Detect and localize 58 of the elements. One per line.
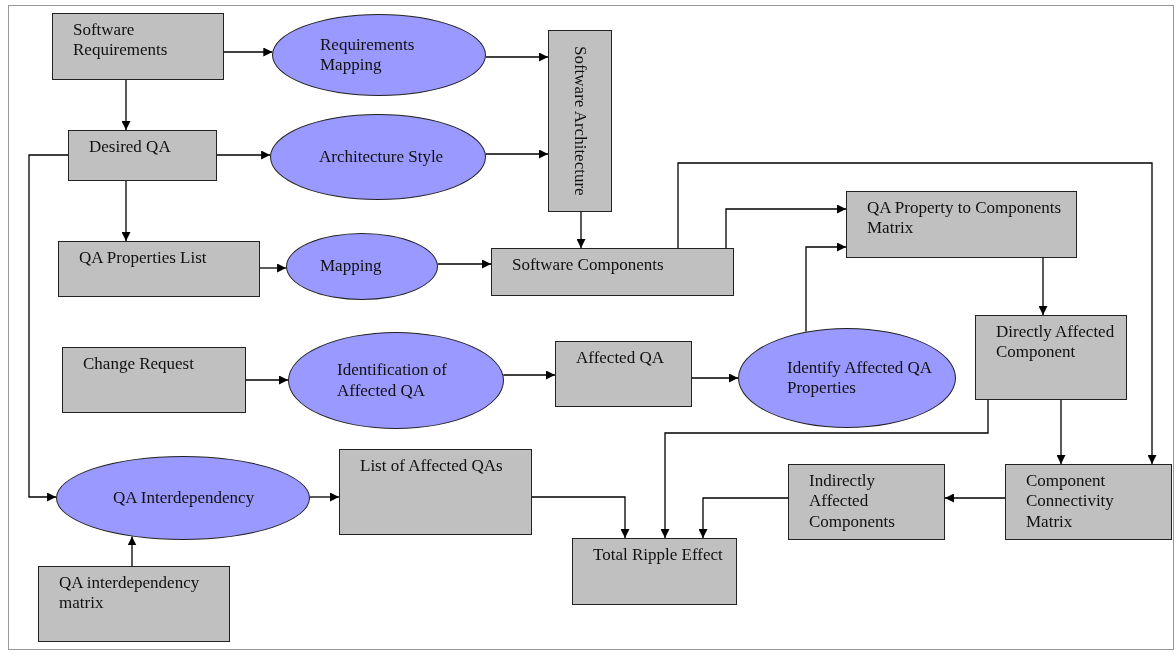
process-box <box>846 191 1077 258</box>
arrow <box>127 535 137 567</box>
node-label: Software Requirements <box>73 20 169 61</box>
arrow <box>576 211 586 249</box>
node-label: Requirements Mapping <box>320 34 416 76</box>
node-label: Identify Affected QA Properties <box>787 357 933 399</box>
arrow <box>485 149 549 159</box>
arrow <box>1038 257 1048 316</box>
node-label: Identification of Affected QA <box>337 360 448 401</box>
node-label: Software Architecture <box>570 46 591 196</box>
arrow <box>698 497 789 539</box>
arrow <box>531 496 630 539</box>
process-box <box>58 241 260 297</box>
arrow <box>28 154 69 502</box>
node-label: QA Property to Components Matrix <box>867 198 1063 239</box>
arrow <box>677 162 1157 465</box>
arrow <box>805 242 847 333</box>
arrow <box>223 47 273 57</box>
node-label: Software Components <box>512 255 664 276</box>
node-label: QA Properties List <box>79 248 207 269</box>
arrow <box>691 373 739 383</box>
process-box <box>788 464 945 540</box>
node-label: Change Request <box>83 354 194 375</box>
process-box <box>38 566 230 642</box>
node-label: QA Interdependency <box>113 487 255 509</box>
process-box <box>339 449 532 535</box>
node-label: Component Connectivity Matrix <box>1026 471 1115 533</box>
arrow <box>121 180 131 242</box>
node-label: QA interdependency matrix <box>59 573 201 614</box>
arrow <box>660 399 989 539</box>
process-box <box>491 248 734 296</box>
arrow <box>437 259 492 269</box>
node-label: Mapping <box>320 256 382 277</box>
arrow <box>309 492 340 502</box>
process-box <box>52 13 224 80</box>
process-box <box>555 341 692 407</box>
node-label: Desired QA <box>89 137 171 158</box>
process-box <box>548 30 612 212</box>
node-label: Indirectly Affected Components <box>809 471 896 533</box>
arrow <box>944 493 1006 503</box>
process-box <box>572 538 737 605</box>
arrow <box>502 370 556 380</box>
process-box <box>1005 464 1172 540</box>
node-label: Directly Affected Component <box>996 322 1116 363</box>
node-label: Total Ripple Effect <box>593 545 723 566</box>
arrow <box>216 150 271 160</box>
arrow <box>245 375 289 385</box>
process-box <box>68 130 217 181</box>
arrow <box>1056 399 1066 465</box>
process-box <box>62 347 246 413</box>
arrow <box>725 204 847 249</box>
node-label: Architecture Style <box>319 146 444 168</box>
arrow <box>259 263 287 273</box>
arrow <box>485 52 549 62</box>
node-label: List of Affected QAs <box>360 456 503 477</box>
process-box <box>975 315 1127 400</box>
node-label: Affected QA <box>576 348 664 369</box>
arrow <box>121 79 131 131</box>
